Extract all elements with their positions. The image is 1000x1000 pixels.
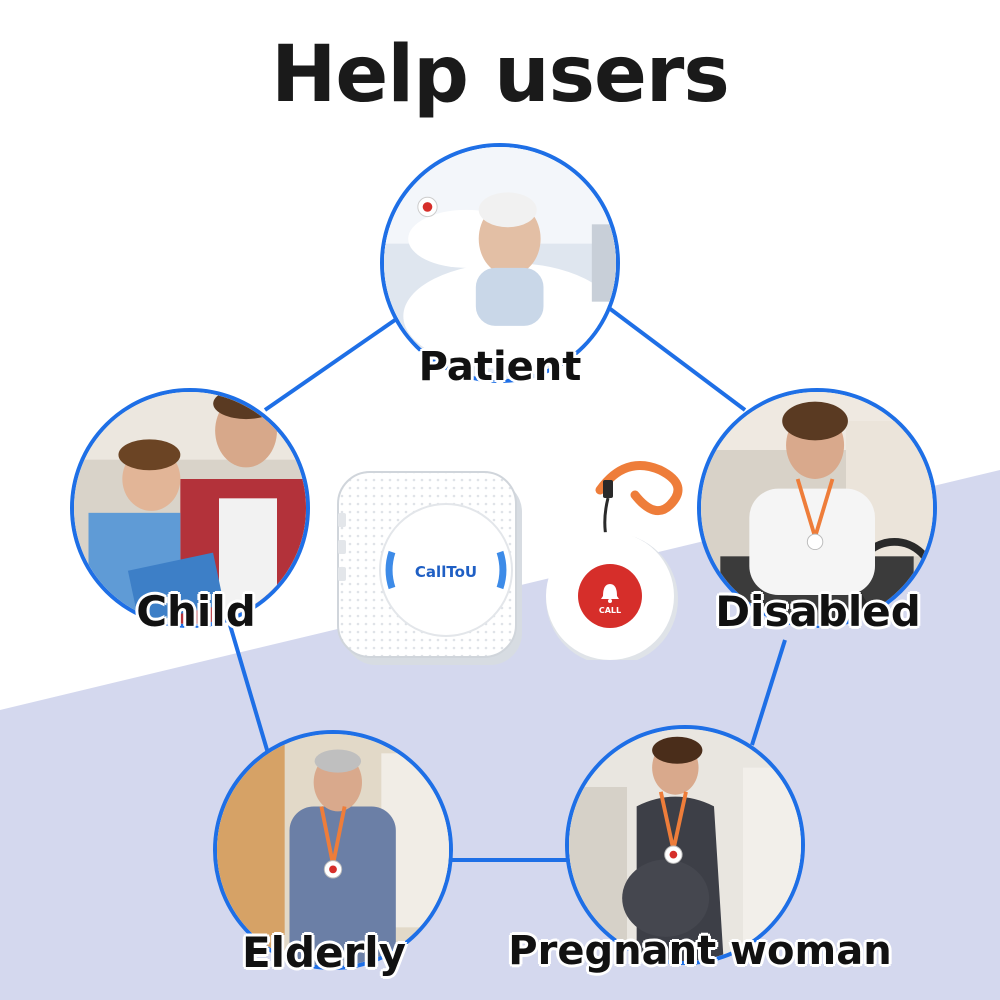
brand-logo: CallToU (414, 563, 478, 581)
call-button-text: CALL (598, 606, 622, 615)
label-patient: Patient (418, 344, 582, 390)
label-child: Child (136, 587, 256, 636)
pregnant-woman-photo (565, 725, 805, 965)
child-photo (70, 388, 310, 628)
page-title: Help users (271, 30, 730, 120)
label-elderly: Elderly (241, 928, 407, 977)
label-pregnant-woman: Pregnant woman (508, 928, 892, 974)
receiver-device (337, 471, 522, 665)
call-button-pendant (546, 461, 683, 660)
label-disabled: Disabled (715, 587, 921, 636)
